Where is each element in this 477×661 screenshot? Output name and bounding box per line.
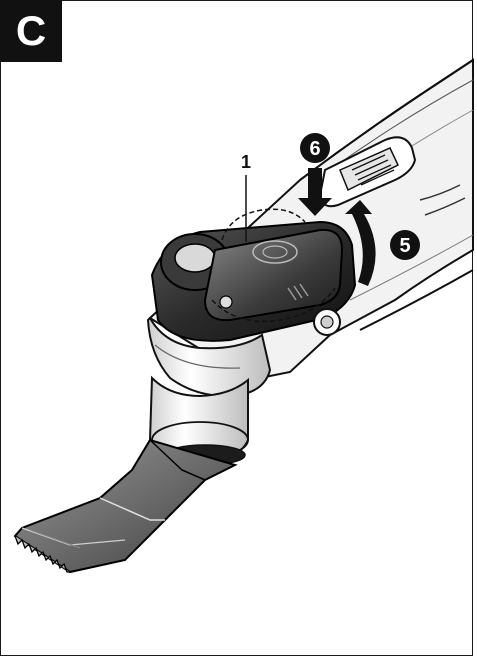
callout-step-5: 5 [390,230,420,260]
clamping-lever [203,208,344,323]
side-bolt [313,308,341,336]
callout-step-6-number: 6 [309,138,320,160]
step-6-arrow [298,168,332,216]
on-off-switch [318,136,417,208]
saw-blade [13,438,238,574]
callout-part-1: 1 [241,152,251,172]
section-label-badge: C [0,0,62,62]
tool-collar [146,316,272,397]
callout-step-5-number: 5 [399,235,410,257]
callout-step-6: 6 [300,133,330,163]
step-5-arrow [345,200,376,286]
